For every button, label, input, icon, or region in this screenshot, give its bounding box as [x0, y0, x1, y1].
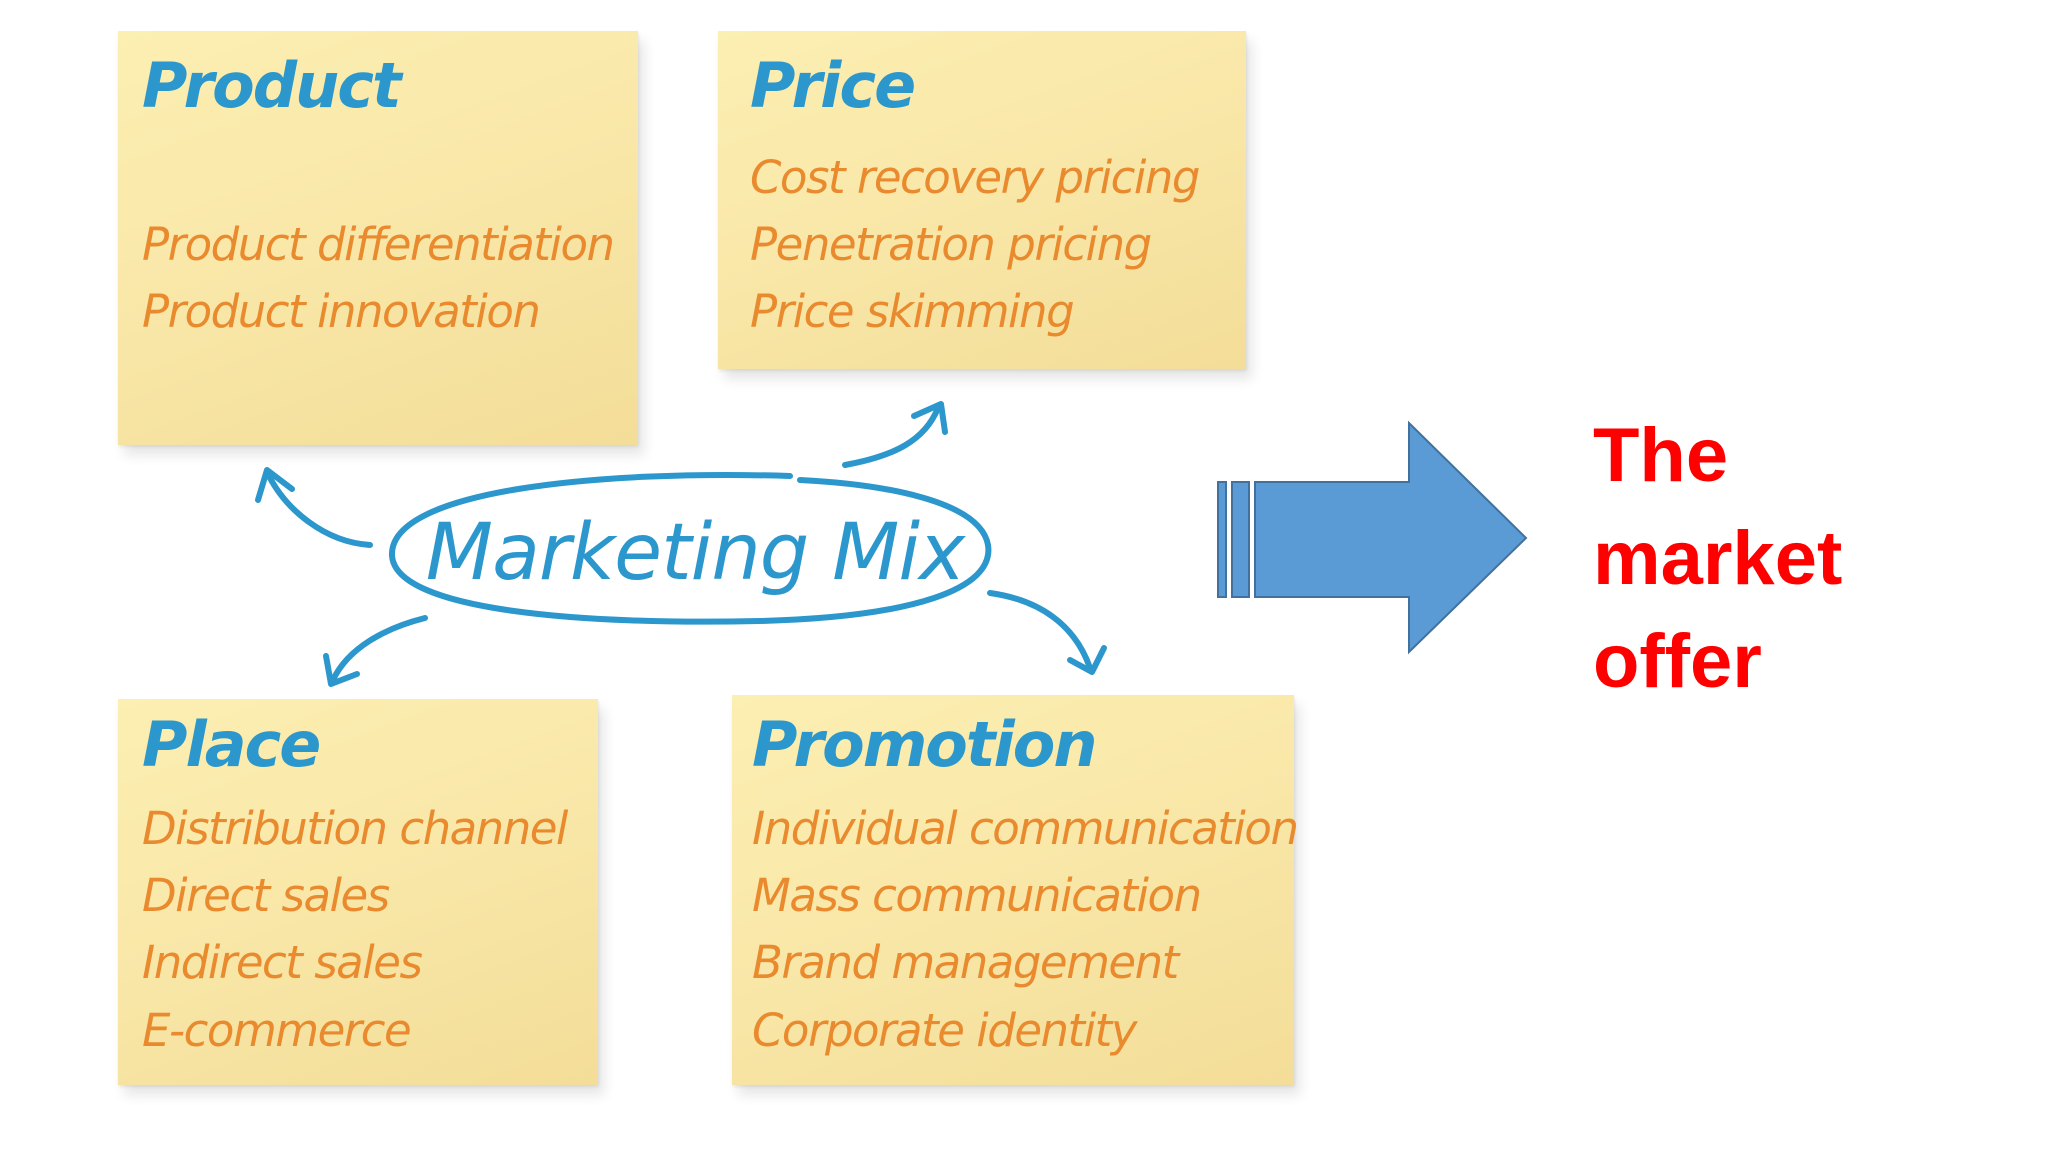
price-note-title: Price	[750, 49, 916, 122]
market-offer-line: offer	[1593, 619, 1762, 704]
block-arrow-body	[1254, 420, 1528, 655]
marketing-mix-label: Marketing Mix	[425, 508, 965, 598]
arrow-to-price-head	[911, 401, 948, 435]
arrow-to-promotion	[987, 590, 1093, 671]
block-arrow	[1217, 420, 1528, 655]
market-offer-line: market	[1593, 516, 1843, 601]
promotion-note-item: Corporate identity	[752, 1004, 1137, 1057]
promotion-note-title: Promotion	[752, 708, 1098, 781]
promotion-note-item: Mass communication	[752, 869, 1202, 922]
promotion-note: Promotion Individual communication Mass …	[732, 695, 1299, 1085]
place-note-item: E-commerce	[142, 1004, 412, 1057]
arrow-to-place	[330, 615, 428, 683]
arrow-to-place-head	[323, 653, 360, 687]
arrow-to-product-head	[255, 467, 295, 503]
place-note: Place Distribution channel Direct sales …	[118, 699, 598, 1085]
product-note-item: Product innovation	[142, 285, 541, 338]
block-arrow-stripe	[1217, 481, 1227, 598]
price-note-item: Cost recovery pricing	[750, 151, 1200, 204]
price-note-item: Penetration pricing	[750, 218, 1152, 271]
arrow-to-promotion-head	[1067, 645, 1107, 675]
product-note-item: Product differentiation	[142, 218, 615, 271]
block-arrow-stripe	[1231, 481, 1250, 598]
price-note: Price Cost recovery pricing Penetration …	[718, 31, 1246, 369]
promotion-note-item: Brand management	[752, 936, 1179, 989]
place-note-item: Direct sales	[142, 869, 390, 922]
market-offer-line: The	[1593, 413, 1729, 498]
place-note-item: Distribution channel	[142, 802, 568, 855]
product-note: Product Product differentiation Product …	[118, 31, 638, 445]
market-offer-text: The market offer	[1593, 404, 1842, 713]
place-note-item: Indirect sales	[142, 936, 423, 989]
price-note-item: Price skimming	[750, 285, 1075, 338]
place-note-title: Place	[142, 708, 321, 781]
arrow-to-price	[842, 405, 941, 468]
promotion-note-item: Individual communication	[752, 802, 1299, 855]
product-note-title: Product	[142, 49, 402, 122]
marketing-mix-ellipse	[388, 472, 992, 625]
arrow-to-product	[264, 469, 373, 548]
